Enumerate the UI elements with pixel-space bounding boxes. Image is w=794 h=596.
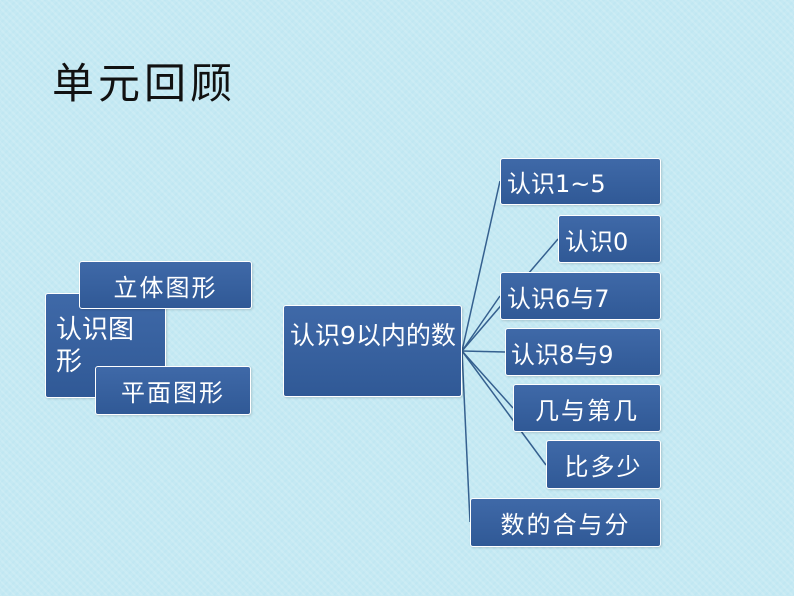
node-know-8-9-label: 认识8与9 <box>511 340 614 369</box>
node-numbers-within-9: 认识9以内的数 <box>283 305 462 397</box>
node-know-0: 认识0 <box>558 215 661 263</box>
node-know-8-9: 认识8与9 <box>505 328 661 376</box>
slide-title: 单元回顾 <box>52 59 237 108</box>
connector-to-8-9 <box>461 350 506 353</box>
node-plane-shapes-label: 平面图形 <box>121 379 225 407</box>
node-solid-shapes: 立体图形 <box>79 261 252 309</box>
node-know-6-7-label: 认识6与7 <box>507 284 610 313</box>
node-solid-shapes-label: 立体图形 <box>113 273 218 302</box>
connector-to-ordinal <box>461 350 514 409</box>
node-compare: 比多少 <box>546 440 661 489</box>
node-know-1-5: 认识1~5 <box>500 158 661 205</box>
node-ordinal: 几与第几 <box>513 384 661 432</box>
node-recognize-shapes-label: 认识图形 <box>56 315 135 377</box>
node-know-1-5-label: 认识1~5 <box>507 170 606 198</box>
node-compose-decompose-label: 数的合与分 <box>500 511 631 539</box>
node-compose-decompose: 数的合与分 <box>470 498 661 547</box>
connector-to-1-5 <box>461 180 501 352</box>
node-know-6-7: 认识6与7 <box>500 272 661 320</box>
connector-to-compare <box>461 350 547 466</box>
connector-to-6-7 <box>461 295 501 352</box>
connector-to-compose <box>461 350 471 523</box>
node-compare-label: 比多少 <box>564 453 643 481</box>
node-numbers-within-9-label: 认识9以内的数 <box>290 321 456 350</box>
node-ordinal-label: 几与第几 <box>535 396 639 425</box>
node-know-0-label: 认识0 <box>565 227 629 256</box>
node-plane-shapes: 平面图形 <box>95 366 251 415</box>
